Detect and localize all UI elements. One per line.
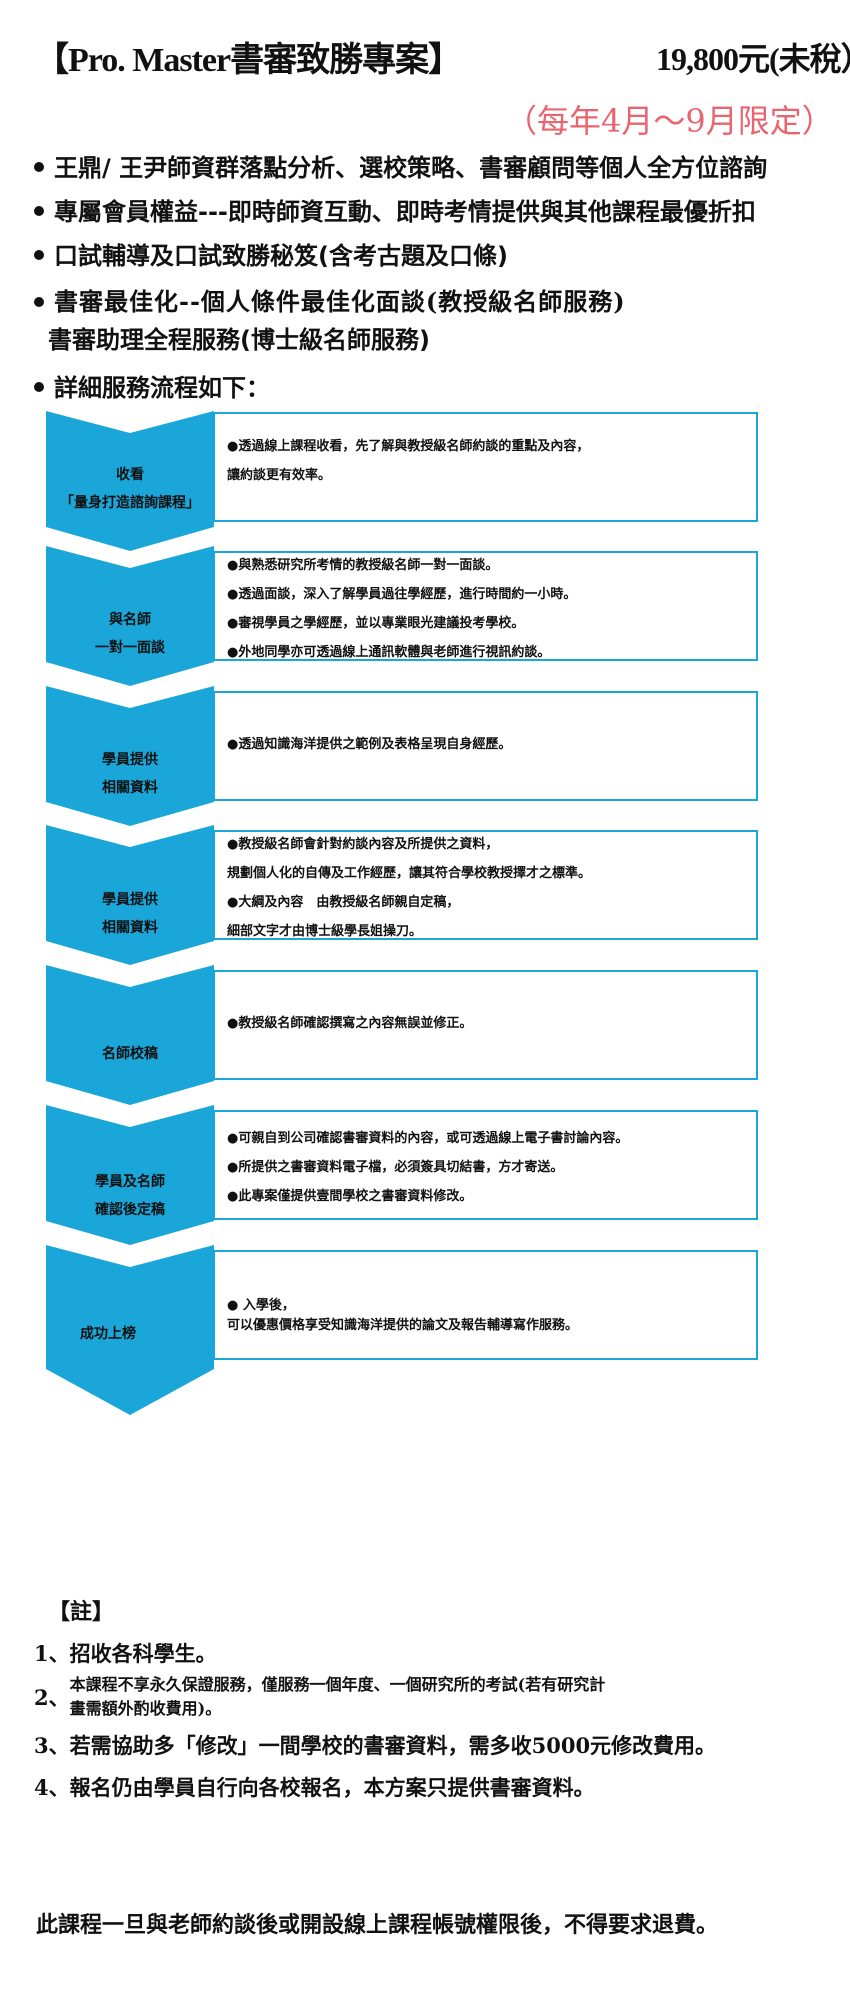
step-label-line: 收看 (116, 467, 144, 483)
bullet-dot-icon (34, 162, 44, 172)
step-description-box: ●透過知識海洋提供之範例及表格呈現自身經歷。 (213, 691, 758, 801)
step-line: ●可親自到公司確認書審資料的內容，或可透過線上電子書討論內容。 (227, 1131, 629, 1146)
step-line: ●透過面談，深入了解學員過往學經歷，進行時間約一小時。 (227, 587, 577, 602)
bullet-dot-icon (34, 250, 44, 260)
step-label-line: 學員提供 (102, 892, 158, 908)
step-label-line: 成功上榜 (74, 1320, 162, 1348)
bullet-member-benefits: 專屬會員權益---即時師資互動、即時考情提供與其他課程最優折扣 (34, 192, 756, 227)
step-chevron-icon (46, 411, 214, 551)
bullet-dot-icon (34, 382, 44, 392)
step-chevron-icon (46, 546, 214, 686)
step-line: ●透過知識海洋提供之範例及表格呈現自身經歷。 (227, 737, 512, 752)
season-note: （每年4月～9月限定） (505, 102, 834, 140)
step-line: ●與熟悉研究所考情的教授級名師一對一面談。 (227, 558, 499, 573)
step-label-line: 與名師 (109, 612, 151, 628)
step-line: ● 入學後， (227, 1298, 295, 1313)
price-label: 19,800元(未稅） (656, 41, 850, 77)
step-label-line: 學員提供 (102, 752, 158, 768)
step-description-box: ●教授級名師會針對約談內容及所提供之資料， 規劃個人化的自傳及工作經歷，讓其符合… (213, 830, 758, 940)
step-description-box: ●透過線上課程收看，先了解與教授級名師約談的重點及內容， 讓約談更有效率。 (213, 412, 758, 522)
note-item-2: 2、本課程不享永久保證服務，僅服務一個年度、一個研究所的考試(若有研究計畫需額外… (34, 1675, 606, 1718)
process-step-3: ●透過知識海洋提供之範例及表格呈現自身經歷。 學員提供 相關資料 (46, 686, 758, 826)
process-step-1: ●透過線上課程收看，先了解與教授級名師約談的重點及內容， 讓約談更有效率。 收看… (46, 411, 758, 551)
step-description-box: ●可親自到公司確認書審資料的內容，或可透過線上電子書討論內容。 ●所提供之書審資… (213, 1110, 758, 1220)
step-line: 規劃個人化的自傳及工作經歷，讓其符合學校教授擇才之標準。 (227, 866, 592, 881)
note-item-4: 4、報名仍由學員自行向各校報名，本方案只提供書審資料。 (34, 1775, 595, 1800)
step-line: ●審視學員之學經歷，並以專業眼光建議投考學校。 (227, 616, 525, 631)
process-step-5: ●教授級名師確認撰寫之內容無誤並修正。 名師校稿 (46, 965, 758, 1105)
step-description-box: ● 入學後， 可以優惠價格享受知識海洋提供的論文及報告輔導寫作服務。 (213, 1250, 758, 1360)
step-label-line: 相關資料 (102, 920, 158, 936)
step-line: 讓約談更有效率。 (227, 468, 332, 483)
process-step-2: ●與熟悉研究所考情的教授級名師一對一面談。 ●透過面談，深入了解學員過往學經歷，… (46, 546, 758, 686)
step-label-line: 確認後定稿 (95, 1202, 165, 1218)
process-step-7: ● 入學後， 可以優惠價格享受知識海洋提供的論文及報告輔導寫作服務。 成功上榜 (46, 1245, 758, 1415)
step-description-box: ●與熟悉研究所考情的教授級名師一對一面談。 ●透過面談，深入了解學員過往學經歷，… (213, 551, 758, 661)
bullet-process-intro: 詳細服務流程如下： (34, 368, 270, 403)
step-chevron-icon (46, 1105, 214, 1245)
step-chevron-icon (46, 965, 214, 1105)
bullet-consulting: 王鼎/ 王尹師資群落點分析、選校策略、書審顧問等個人全方位諮詢 (34, 148, 767, 183)
step-line: ●透過線上課程收看，先了解與教授級名師約談的重點及內容， (227, 439, 590, 454)
step-line: ●外地同學亦可透過線上通訊軟體與老師進行視訊約談。 (227, 645, 551, 660)
bullet-interview: 口試輔導及口試致勝秘笈(含考古題及口條) (34, 236, 508, 271)
step-line: ●教授級名師確認撰寫之內容無誤並修正。 (227, 1016, 473, 1031)
process-step-6: ●可親自到公司確認書審資料的內容，或可透過線上電子書討論內容。 ●所提供之書審資… (46, 1105, 758, 1245)
process-step-4: ●教授級名師會針對約談內容及所提供之資料， 規劃個人化的自傳及工作經歷，讓其符合… (46, 825, 758, 965)
refund-policy: 此課程一旦與老師約談後或開設線上課程帳號權限後，不得要求退費。 (36, 1912, 719, 1938)
step-label-line: 相關資料 (102, 780, 158, 796)
note-item-1: 1、招收各科學生。 (34, 1641, 217, 1666)
step-line: 細部文字才由博士級學長姐操刀。 (227, 924, 423, 939)
bullet-review-optimization: 書審最佳化--個人條件最佳化面談(教授級名師服務) (34, 282, 626, 317)
step-line: 可以優惠價格享受知識海洋提供的論文及報告輔導寫作服務。 (227, 1318, 579, 1333)
bullet-dot-icon (34, 296, 44, 307)
step-label-line: 「量身打造諮詢課程」 (60, 495, 200, 511)
page-title: 【Pro. Master書審致勝專案】 (35, 42, 462, 79)
bullet-dot-icon (34, 206, 44, 216)
step-line: ●所提供之書審資料電子檔，必須簽具切結書，方才寄送。 (227, 1160, 564, 1175)
step-label-line: 名師校稿 (102, 1046, 158, 1062)
note-item-3: 3、若需協助多「修改」一間學校的書審資料，需多收5000元修改費用。 (34, 1733, 717, 1758)
step-description-box: ●教授級名師確認撰寫之內容無誤並修正。 (213, 970, 758, 1080)
step-label-line: 學員及名師 (95, 1174, 165, 1190)
step-line: ●教授級名師會針對約談內容及所提供之資料， (227, 837, 499, 852)
step-label-line: 一對一面談 (95, 640, 165, 656)
step-chevron-icon (46, 686, 214, 826)
notes-title: 【註】 (48, 1599, 115, 1625)
step-line: ●此專案僅提供壹間學校之書審資料修改。 (227, 1189, 473, 1204)
bullet-review-assistant: 書審助理全程服務(博士級名師服務) (48, 326, 430, 354)
step-chevron-icon (46, 825, 214, 965)
step-line: ●大綱及內容 由教授級名師親自定稿， (227, 895, 460, 910)
